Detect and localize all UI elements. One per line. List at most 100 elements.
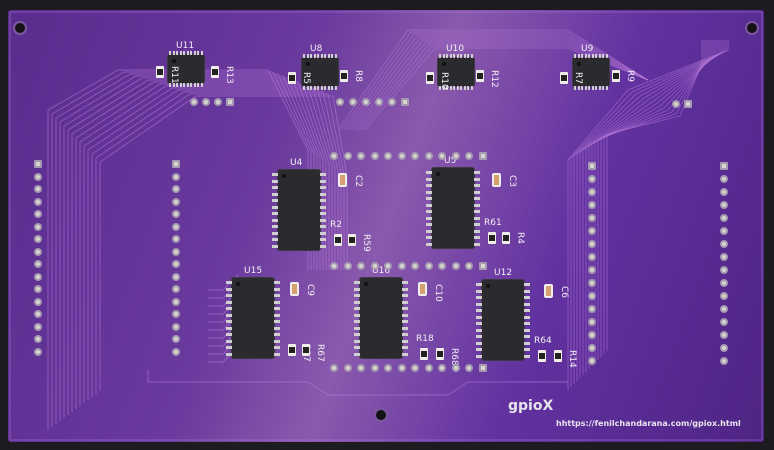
ic-pin bbox=[426, 210, 432, 213]
header-pad bbox=[588, 175, 596, 183]
ic-pin bbox=[176, 51, 178, 55]
ic-pin bbox=[426, 236, 432, 239]
ic-pin bbox=[524, 309, 530, 312]
ic-pin bbox=[172, 83, 175, 87]
silkscreen-label: R61 bbox=[484, 218, 502, 228]
header-pad bbox=[720, 227, 728, 235]
ic-pin bbox=[274, 320, 280, 323]
ic-pin bbox=[591, 86, 594, 90]
ic-pin bbox=[476, 283, 482, 286]
header-pad bbox=[357, 152, 365, 160]
trace bbox=[597, 40, 709, 360]
silkscreen-label: R9 bbox=[625, 70, 635, 82]
silkscreen-label: R8 bbox=[353, 70, 363, 82]
ic-pin bbox=[317, 86, 319, 90]
ic-pin bbox=[524, 335, 530, 338]
header-pad bbox=[330, 262, 338, 270]
resistor bbox=[211, 66, 219, 78]
header-pad bbox=[34, 260, 42, 268]
header-pad bbox=[370, 152, 379, 160]
header-pad bbox=[588, 214, 596, 222]
ic-pin bbox=[426, 229, 432, 233]
ic-pin bbox=[598, 54, 601, 58]
ic-pin bbox=[439, 54, 441, 58]
ic-pin bbox=[226, 320, 232, 323]
ic-pin bbox=[354, 320, 360, 323]
ic-pin bbox=[426, 203, 432, 207]
ic-pin bbox=[354, 333, 360, 336]
ic-pin bbox=[331, 86, 333, 90]
ic-pin bbox=[274, 352, 280, 356]
ic-pin bbox=[354, 339, 360, 343]
header-pad bbox=[370, 262, 379, 270]
ic-pin bbox=[327, 54, 330, 58]
header-pad bbox=[34, 297, 42, 306]
header-pad bbox=[172, 172, 180, 181]
ic-pin bbox=[200, 83, 203, 87]
header-pad bbox=[465, 152, 473, 160]
ic-pin bbox=[274, 339, 280, 343]
ic-pin bbox=[476, 341, 482, 345]
ic-pin bbox=[334, 86, 337, 90]
ic-pin bbox=[331, 54, 333, 58]
ic-pin bbox=[354, 281, 360, 284]
ic-pin bbox=[598, 86, 601, 90]
silkscreen-label: U4 bbox=[290, 158, 303, 168]
ic-pin bbox=[354, 313, 360, 317]
ic-pin bbox=[274, 281, 280, 284]
trace bbox=[582, 40, 719, 375]
header-pad bbox=[397, 364, 406, 372]
ic-pin bbox=[310, 54, 312, 58]
header-pad bbox=[384, 152, 392, 160]
header-pad bbox=[172, 322, 180, 331]
header-pad bbox=[588, 318, 596, 326]
ic-pin bbox=[320, 192, 326, 196]
ic-pin bbox=[226, 339, 232, 343]
ic-pin bbox=[474, 223, 480, 226]
header-pad bbox=[720, 279, 728, 287]
mounting-hole bbox=[374, 408, 388, 422]
ic-chip bbox=[438, 58, 474, 86]
ic-pin bbox=[313, 54, 316, 58]
header-pad bbox=[375, 98, 383, 106]
ic-pin bbox=[524, 302, 530, 306]
ic-pin bbox=[183, 51, 185, 55]
ic-pin bbox=[320, 173, 326, 176]
ic-pin bbox=[169, 51, 171, 55]
ic-pin bbox=[306, 54, 309, 58]
silkscreen-label: R12 bbox=[489, 70, 499, 88]
ic-pin bbox=[605, 86, 608, 90]
trace bbox=[9, 11, 763, 441]
ic-pin bbox=[453, 54, 455, 58]
silkscreen-label: R13 bbox=[224, 66, 234, 84]
silkscreen-label: R11 bbox=[169, 66, 179, 84]
header-pad bbox=[34, 322, 42, 331]
header-pad bbox=[451, 262, 460, 270]
ic-pin bbox=[272, 244, 278, 248]
ic-pin bbox=[354, 300, 360, 304]
header-pad bbox=[34, 272, 42, 281]
trace bbox=[337, 29, 649, 131]
resistor bbox=[420, 348, 428, 360]
trace bbox=[570, 40, 727, 387]
ic-pin bbox=[574, 54, 576, 58]
resistor bbox=[288, 72, 296, 84]
trace bbox=[591, 40, 713, 366]
ic-pin bbox=[169, 83, 171, 87]
ic-pin bbox=[476, 302, 482, 306]
header-pad bbox=[588, 292, 596, 300]
header-pad bbox=[438, 262, 446, 270]
ic-pin bbox=[524, 341, 530, 345]
ic-pin bbox=[449, 54, 452, 58]
ic-pin bbox=[426, 171, 432, 174]
header-pad bbox=[357, 364, 365, 372]
ic-pin bbox=[524, 296, 530, 299]
ic-pin bbox=[226, 352, 232, 356]
ic-pin bbox=[460, 54, 462, 58]
ic-pin bbox=[474, 171, 480, 174]
ic-pin bbox=[426, 184, 432, 187]
resistor bbox=[502, 232, 510, 244]
ic-pin bbox=[324, 54, 326, 58]
header-pad bbox=[588, 227, 596, 235]
trace bbox=[71, 81, 327, 412]
